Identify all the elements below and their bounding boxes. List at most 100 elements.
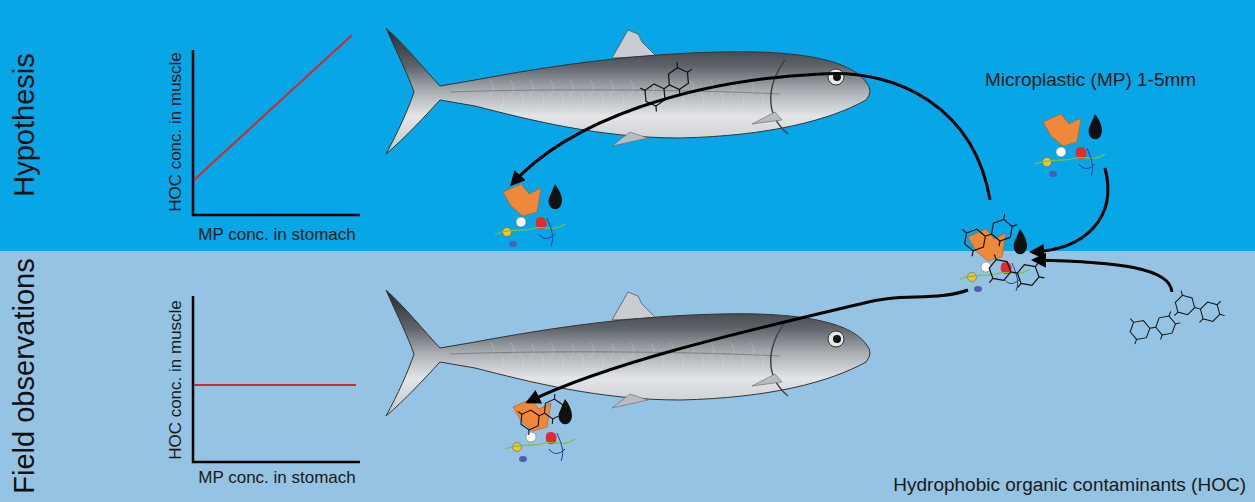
drawing-part	[1002, 214, 1006, 219]
drawing-part	[539, 413, 544, 416]
drawing-part	[490, 342, 504, 370]
legend-note: Microplastic (MP) 1-5mm	[985, 70, 1196, 91]
drawing-part	[539, 218, 555, 246]
drawing-part	[1035, 154, 1105, 164]
drawing-part	[450, 90, 780, 94]
drawing-part	[503, 184, 541, 216]
drawing-part	[710, 342, 724, 370]
drawing-part	[550, 419, 554, 424]
band-panel: Hypothesis	[0, 0, 1255, 251]
drawing-part	[570, 342, 584, 370]
drawing-part	[833, 335, 841, 343]
mini-plot	[193, 35, 360, 215]
axis-label: HOC conc. in muscle	[167, 52, 186, 212]
drawing-part	[549, 184, 562, 209]
drawing-part	[771, 60, 788, 134]
drawing-part	[1134, 339, 1137, 344]
drawing-part	[752, 112, 782, 124]
drawing-part	[1056, 147, 1066, 157]
drawing-part	[510, 342, 524, 370]
drawing-part	[1180, 291, 1184, 296]
band-ground	[0, 0, 1255, 251]
drawing-part	[687, 69, 692, 72]
axis-label: HOC conc. in muscle	[167, 300, 186, 460]
microplastic-particles	[505, 399, 575, 462]
drawing-part	[517, 408, 542, 432]
drawing-part	[989, 278, 993, 283]
drawing-part	[510, 80, 524, 108]
plot-axes	[193, 296, 360, 462]
drawing-part	[530, 342, 544, 370]
drawing-part	[553, 394, 557, 399]
drawing-part	[640, 86, 645, 91]
band-ground	[0, 251, 1255, 502]
drawing-part	[509, 241, 517, 247]
drawing-part	[675, 62, 680, 67]
drawing-part	[1217, 300, 1221, 305]
drawing-part	[664, 85, 669, 89]
drawing-part	[962, 228, 966, 233]
drawing-part	[530, 80, 544, 108]
pcb-molecule	[515, 391, 572, 436]
axis-label: MP conc. in stomach	[198, 226, 355, 245]
drawing-part	[654, 106, 659, 111]
drawing-part	[527, 430, 531, 435]
drawing-part	[1168, 311, 1171, 316]
drawing-part	[612, 394, 648, 408]
drawing-part	[1016, 264, 1041, 287]
drawing-part	[771, 322, 788, 396]
legend-note: Hydrophobic organic contaminants (HOC)	[893, 475, 1246, 496]
drawing-part	[690, 80, 704, 108]
flow-arrow	[1032, 168, 1108, 252]
drawing-part	[1200, 318, 1204, 323]
drawing-part	[670, 342, 684, 370]
drawing-part	[1198, 301, 1222, 323]
drawing-part	[1011, 272, 1017, 273]
drawing-part	[495, 224, 565, 234]
drawing-part	[1220, 314, 1225, 315]
drawing-part	[1173, 294, 1197, 316]
drawing-part	[549, 433, 565, 461]
drawing-part	[518, 410, 522, 415]
drawing-part	[386, 290, 870, 416]
drawing-part	[490, 80, 504, 108]
drawing-part	[1039, 276, 1044, 278]
drawing-part	[750, 342, 764, 370]
flow-arrow	[528, 290, 968, 402]
pcb-molecule	[960, 211, 1022, 257]
drawing-part	[630, 342, 644, 370]
drawing-part	[985, 234, 991, 236]
drawing-part	[1014, 229, 1027, 254]
drawing-part	[1012, 225, 1017, 227]
drawing-part	[1160, 335, 1163, 340]
drawing-part	[612, 292, 656, 320]
drawing-part	[994, 254, 998, 259]
microplastic-particles	[960, 229, 1030, 292]
drawing-part	[988, 259, 1013, 282]
drawing-part	[1129, 320, 1152, 341]
drawing-part	[541, 397, 566, 421]
drawing-part	[1018, 283, 1022, 288]
band-panel: Field observations	[0, 251, 1255, 502]
drawing-part	[386, 28, 870, 154]
drawing-part	[750, 80, 764, 108]
drawing-part	[612, 132, 648, 146]
axis-label: MP conc. in stomach	[198, 469, 355, 488]
drawing-part	[752, 374, 782, 386]
drawing-part	[664, 64, 693, 92]
flow-arrow	[1034, 260, 1172, 292]
drawing-part	[550, 80, 564, 108]
drawing-part	[1195, 308, 1201, 310]
band-heading: Hypothesis	[10, 53, 39, 196]
drawing-part	[1035, 262, 1039, 267]
trend-line	[194, 35, 352, 180]
drawing-part	[1049, 171, 1057, 177]
drawing-part	[1043, 114, 1081, 146]
drawing-part	[971, 251, 975, 256]
drawing-part	[988, 218, 1015, 243]
plot-axes	[193, 50, 360, 215]
drawing-part	[1150, 327, 1156, 328]
drawing-part	[612, 30, 656, 58]
trend-line	[194, 384, 356, 386]
drawing-part	[968, 229, 1006, 261]
